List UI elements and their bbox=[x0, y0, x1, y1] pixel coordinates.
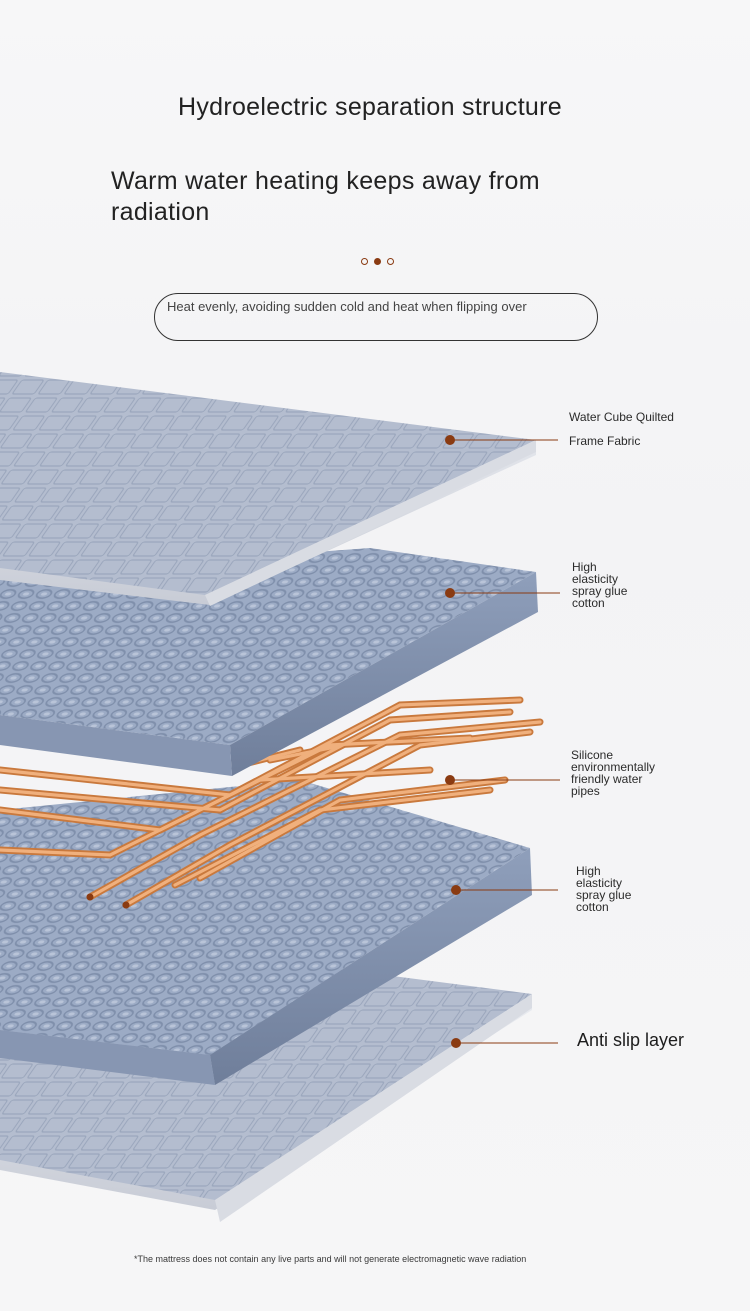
page-title: Hydroelectric separation structure bbox=[178, 93, 562, 121]
label-quilted-fabric: Water Cube Quilted Frame Fabric bbox=[569, 411, 674, 447]
label-line: elasticity bbox=[572, 572, 619, 586]
carousel-dots bbox=[361, 258, 394, 265]
tagline-text: Heat evenly, avoiding sudden cold and he… bbox=[167, 299, 527, 314]
page-subtitle: Warm water heating keeps away from radia… bbox=[111, 167, 540, 226]
label-anti-slip: Anti slip layer bbox=[577, 1030, 685, 1050]
tagline-pill: Heat evenly, avoiding sudden cold and he… bbox=[154, 293, 598, 341]
footnote: *The mattress does not contain any live … bbox=[134, 1254, 527, 1264]
dot-icon bbox=[361, 258, 368, 265]
layer-water-pipes bbox=[0, 696, 544, 909]
dot-icon bbox=[374, 258, 381, 265]
label-line: spray glue bbox=[576, 888, 632, 902]
label-line: Frame Fabric bbox=[569, 434, 641, 448]
label-line: High bbox=[576, 864, 601, 878]
label-line: spray glue bbox=[572, 584, 628, 598]
layer-cotton-upper bbox=[0, 548, 538, 776]
label-line: cotton bbox=[572, 596, 605, 610]
callouts bbox=[445, 435, 560, 1048]
layer-cotton-lower bbox=[0, 780, 532, 1085]
label-water-pipes: Silicone environmentally friendly water … bbox=[571, 749, 655, 797]
layer-quilted-fabric bbox=[0, 372, 536, 606]
label-line: friendly water bbox=[571, 772, 643, 786]
label-cotton-upper: High elasticity spray glue cotton bbox=[572, 561, 627, 609]
label-line: elasticity bbox=[576, 876, 623, 890]
label-line: pipes bbox=[571, 784, 600, 798]
label-line: environmentally bbox=[571, 760, 656, 774]
dot-icon bbox=[387, 258, 394, 265]
label-line: High bbox=[572, 560, 597, 574]
label-line: Water Cube Quilted bbox=[569, 410, 674, 424]
label-line: cotton bbox=[576, 900, 609, 914]
label-line: Silicone bbox=[571, 748, 614, 762]
label-cotton-lower: High elasticity spray glue cotton bbox=[576, 865, 631, 913]
